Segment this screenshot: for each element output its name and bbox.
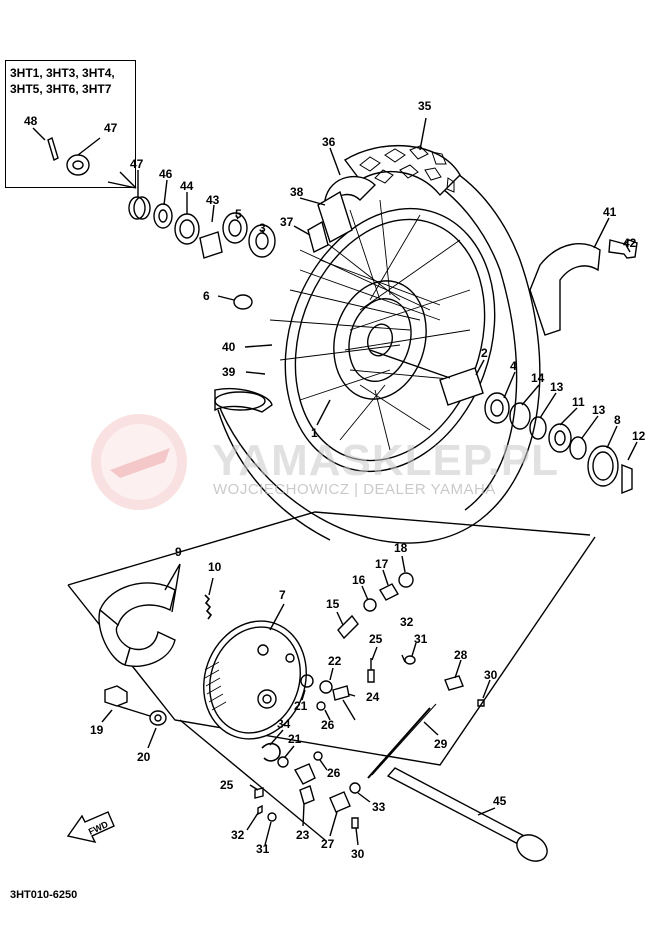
model-variant-line-1: 3HT1, 3HT3, 3HT4,	[10, 66, 115, 80]
callout-28: 28	[454, 648, 468, 662]
callout-36: 36	[322, 135, 336, 149]
callout-21: 21	[288, 732, 302, 746]
callout-32: 32	[231, 828, 245, 842]
callout-44: 44	[180, 179, 194, 193]
callout-30: 30	[351, 847, 365, 861]
callout-40: 40	[222, 340, 236, 354]
callout-39: 39	[222, 365, 236, 379]
callout-6: 6	[203, 289, 210, 303]
tyre	[214, 150, 541, 544]
callout-12: 12	[632, 429, 646, 443]
callout-20: 20	[137, 750, 151, 764]
callout-2: 2	[481, 346, 488, 360]
model-variant-line-2: 3HT5, 3HT6, 3HT7	[10, 82, 112, 96]
callout-25: 25	[369, 632, 383, 646]
callout-14: 14	[531, 371, 545, 385]
callout-23: 23	[296, 828, 310, 842]
model-variant-box	[5, 60, 136, 188]
callout-18: 18	[394, 541, 408, 555]
watermark-logo	[91, 414, 187, 510]
callout-11: 11	[572, 395, 585, 409]
callout-45: 45	[493, 794, 507, 808]
callout-4: 4	[510, 359, 517, 373]
callout-3: 3	[259, 221, 266, 235]
callout-27: 27	[321, 837, 335, 851]
callout-9: 9	[175, 545, 182, 559]
callout-37: 37	[280, 215, 294, 229]
callout-34: 34	[277, 717, 291, 731]
callout-26: 26	[327, 766, 341, 780]
callout-35: 35	[418, 99, 432, 113]
callout-29: 29	[434, 737, 448, 751]
callout-16: 16	[352, 573, 366, 587]
callout-19: 19	[90, 723, 104, 737]
callout-5: 5	[235, 207, 242, 221]
callout-42: 42	[623, 236, 637, 250]
callout-17: 17	[375, 557, 389, 571]
callout-15: 15	[326, 597, 340, 611]
callout-25: 25	[220, 778, 234, 792]
callout-22: 22	[328, 654, 342, 668]
callout-48: 48	[24, 114, 38, 128]
callout-13: 13	[592, 403, 606, 417]
watermark-dealer: WOJCIECHOWICZ | DEALER YAMAHA	[213, 481, 496, 498]
callout-24: 24	[366, 690, 380, 704]
callout-7: 7	[279, 588, 286, 602]
callout-31: 31	[256, 842, 270, 856]
callout-30: 30	[484, 668, 498, 682]
watermark-brand: YAMASKLEP.PL	[212, 436, 559, 485]
callout-26: 26	[321, 718, 335, 732]
callout-8: 8	[614, 413, 621, 427]
diagram-code: 3HT010-6250	[10, 889, 78, 901]
callout-10: 10	[208, 560, 222, 574]
callout-47: 47	[104, 121, 118, 135]
callout-13: 13	[550, 380, 564, 394]
callout-43: 43	[206, 193, 220, 207]
callout-1: 1	[311, 426, 318, 440]
callout-38: 38	[290, 185, 304, 199]
callout-47: 47	[130, 157, 144, 171]
callout-46: 46	[159, 167, 173, 181]
callout-32: 32	[400, 615, 414, 629]
callout-21: 21	[294, 699, 308, 713]
callout-41: 41	[603, 205, 617, 219]
callout-31: 31	[414, 632, 428, 646]
callout-33: 33	[372, 800, 386, 814]
